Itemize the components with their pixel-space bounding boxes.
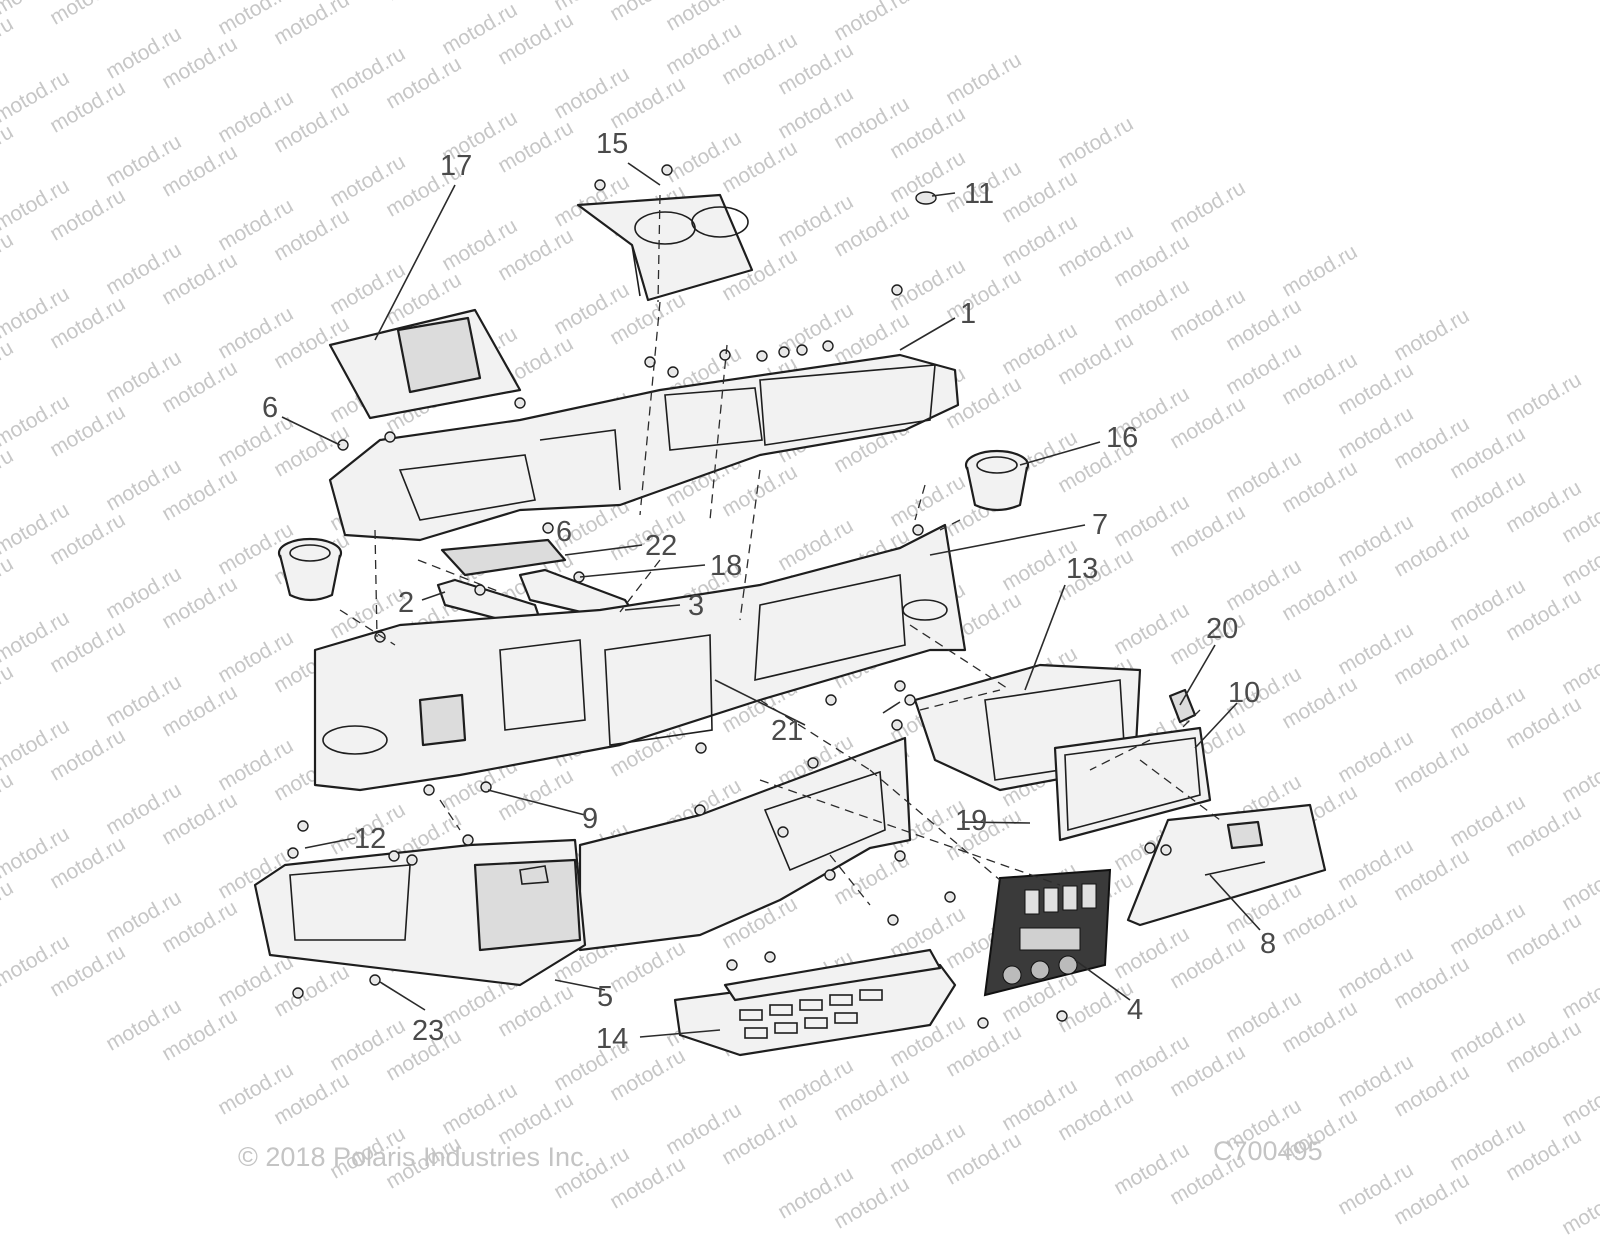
- callout-20: 20: [1206, 613, 1238, 645]
- callout-9: 9: [582, 803, 598, 835]
- part-8-glovebox-door: [1126, 803, 1327, 927]
- exploded-view: 17 15 11 1 6 16 6 7 22 18 13 2 3 20 10 2…: [238, 128, 1327, 1172]
- part-5-lower-dash: [253, 838, 587, 987]
- callout-19: 19: [955, 805, 987, 837]
- callout-14: 14: [596, 1023, 628, 1055]
- drawing-code: C700495: [1213, 1136, 1323, 1166]
- assembly-lines: [339, 194, 1221, 906]
- fasteners: [287, 164, 1172, 1029]
- callout-7: 7: [1092, 509, 1108, 541]
- callout-2: 2: [398, 587, 414, 619]
- leader-lines: [281, 162, 1261, 1038]
- part-17-gauge-bezel: [328, 308, 522, 420]
- part-22-plate: [440, 538, 567, 577]
- callout-12: 12: [354, 823, 386, 855]
- callout-11: 11: [964, 178, 994, 210]
- part-7-main-dash-frame: [313, 523, 967, 792]
- callout-13: 13: [1066, 553, 1098, 585]
- part-4-switch-panel: [983, 868, 1112, 997]
- part-15-cupholder-top: [576, 193, 754, 302]
- part-1-upper-dash: [328, 353, 960, 542]
- callout-6-lower: 6: [556, 516, 572, 548]
- callout-1: 1: [960, 298, 976, 330]
- callout-23: 23: [412, 1015, 444, 1047]
- cup-ring-left: [277, 537, 343, 602]
- callout-5: 5: [597, 981, 613, 1013]
- callout-15: 15: [596, 128, 628, 160]
- part-20-clip: [1168, 688, 1197, 724]
- callout-6-upper: 6: [262, 392, 278, 424]
- callout-21: 21: [771, 715, 803, 747]
- callout-10: 10: [1228, 677, 1260, 709]
- callout-22: 22: [645, 530, 677, 562]
- callout-4: 4: [1127, 994, 1143, 1026]
- callout-17: 17: [440, 150, 472, 182]
- part-16-cup-ring: [964, 449, 1030, 512]
- part-21-dash-support: [578, 736, 912, 952]
- callout-8: 8: [1260, 928, 1276, 960]
- callout-3: 3: [688, 590, 704, 622]
- callout-labels: 17 15 11 1 6 16 6 7 22 18 13 2 3 20 10 2…: [262, 128, 1276, 1055]
- callout-18: 18: [710, 550, 742, 582]
- copyright-text: © 2018 Polaris Industries Inc.: [238, 1142, 591, 1172]
- part-10-bezel-frame: [1053, 726, 1212, 842]
- callout-16: 16: [1106, 422, 1138, 454]
- part-14-lower-cover: [673, 948, 957, 1057]
